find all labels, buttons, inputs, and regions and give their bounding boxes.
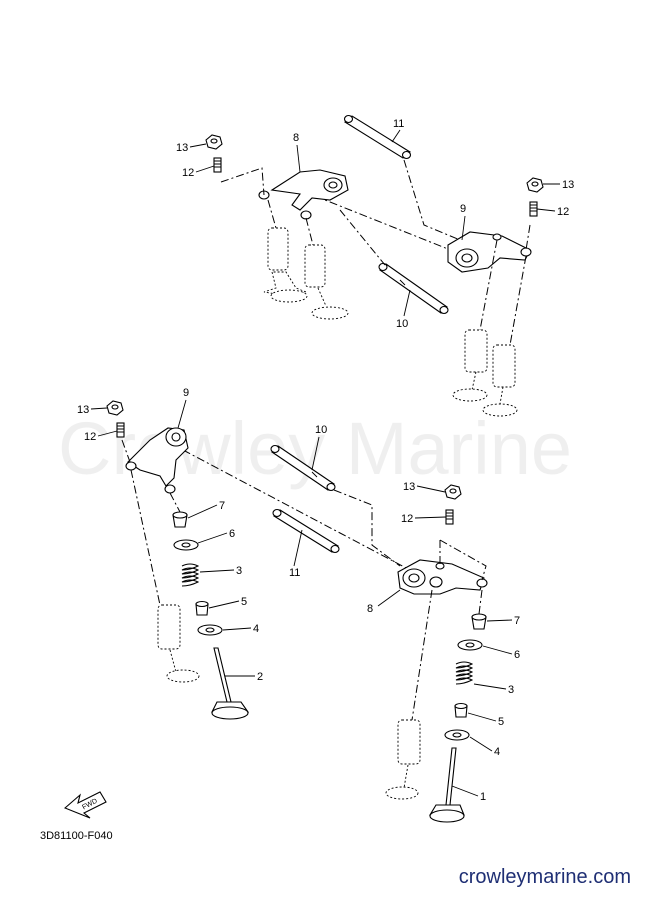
callout-3-lower-right: 3 <box>508 684 514 696</box>
rocker-shaft-upper-long <box>378 262 449 315</box>
valve-spring-lower-right-3 <box>455 661 474 685</box>
adjust-screw-upper-left <box>213 157 222 173</box>
callout-8-lower: 8 <box>367 603 373 615</box>
callout-10-upper: 10 <box>396 318 408 330</box>
callout-2: 2 <box>257 671 263 683</box>
callout-13-upper-left: 13 <box>176 142 188 154</box>
callout-1: 1 <box>480 791 486 803</box>
ghost-valve-lower-left <box>157 604 200 683</box>
callout-13-lower-left: 13 <box>77 404 89 416</box>
forward-arrow-icon: FWD <box>63 791 107 819</box>
callout-11-upper: 11 <box>393 118 404 130</box>
adjust-nut-upper-left <box>205 134 223 150</box>
callout-9-lower: 9 <box>183 387 189 399</box>
adjust-screw-lower-right <box>445 509 454 525</box>
ghost-valve-upper-right-b <box>482 344 518 417</box>
callout-13-lower-right: 13 <box>403 481 415 493</box>
callout-12-lower-right: 12 <box>401 513 413 525</box>
valve-cotter-lower-right-7 <box>471 613 487 630</box>
callout-5-lower-right: 5 <box>498 716 504 728</box>
diagram-code: 3D81100-F040 <box>40 830 113 842</box>
callout-4-lower-right: 4 <box>494 746 500 758</box>
spring-retainer-lower-6 <box>173 539 199 551</box>
valve-stem-seal-lower-5 <box>195 600 209 616</box>
rocker-arm-upper-9 <box>447 231 532 273</box>
adjust-screw-lower-left <box>116 422 125 438</box>
ghost-valve-lower-right <box>385 719 421 800</box>
spring-seat-lower-right-4 <box>444 729 470 741</box>
rocker-arm-upper-8 <box>258 169 349 220</box>
callout-7-lower-right: 7 <box>514 615 520 627</box>
callout-9-upper: 9 <box>460 203 466 215</box>
ghost-valve-upper-left-b <box>304 244 349 320</box>
callout-12-lower-left: 12 <box>84 431 96 443</box>
rocker-shaft-lower-10 <box>270 444 336 492</box>
exhaust-valve-1 <box>429 747 465 823</box>
callout-6-lower-left: 6 <box>229 528 235 540</box>
callout-5-lower-left: 5 <box>241 596 247 608</box>
rocker-arm-lower-8 <box>397 559 488 595</box>
adjust-screw-upper-right <box>529 201 538 217</box>
ghost-valve-upper-left-a <box>263 227 308 303</box>
callout-12-upper-left: 12 <box>182 167 194 179</box>
adjust-nut-upper-right <box>526 177 544 193</box>
callout-13-upper-right: 13 <box>562 179 574 191</box>
callout-7-lower-left: 7 <box>219 500 225 512</box>
adjust-nut-lower-right <box>444 484 462 500</box>
ghost-valve-upper-right-a <box>452 329 488 402</box>
adjust-nut-lower-left <box>106 400 124 416</box>
rocker-shaft-lower-11 <box>272 508 340 554</box>
rocker-shaft-upper-short <box>343 114 412 160</box>
callout-11-lower: 11 <box>289 567 300 579</box>
valve-spring-lower-3 <box>181 563 200 587</box>
spring-seat-lower-4 <box>197 624 223 636</box>
callout-4-lower-left: 4 <box>253 623 259 635</box>
spring-retainer-lower-right-6 <box>457 639 483 651</box>
site-link[interactable]: crowleymarine.com <box>458 866 631 888</box>
intake-valve-2 <box>211 647 250 720</box>
callout-12-upper-right: 12 <box>557 206 569 218</box>
callout-6-lower-right: 6 <box>514 649 520 661</box>
callout-10-lower: 10 <box>315 424 327 436</box>
valve-cotter-lower-7 <box>172 511 188 528</box>
valve-stem-seal-lower-right-5 <box>454 702 468 718</box>
callout-3-lower-left: 3 <box>236 565 242 577</box>
callout-8-upper: 8 <box>293 132 299 144</box>
